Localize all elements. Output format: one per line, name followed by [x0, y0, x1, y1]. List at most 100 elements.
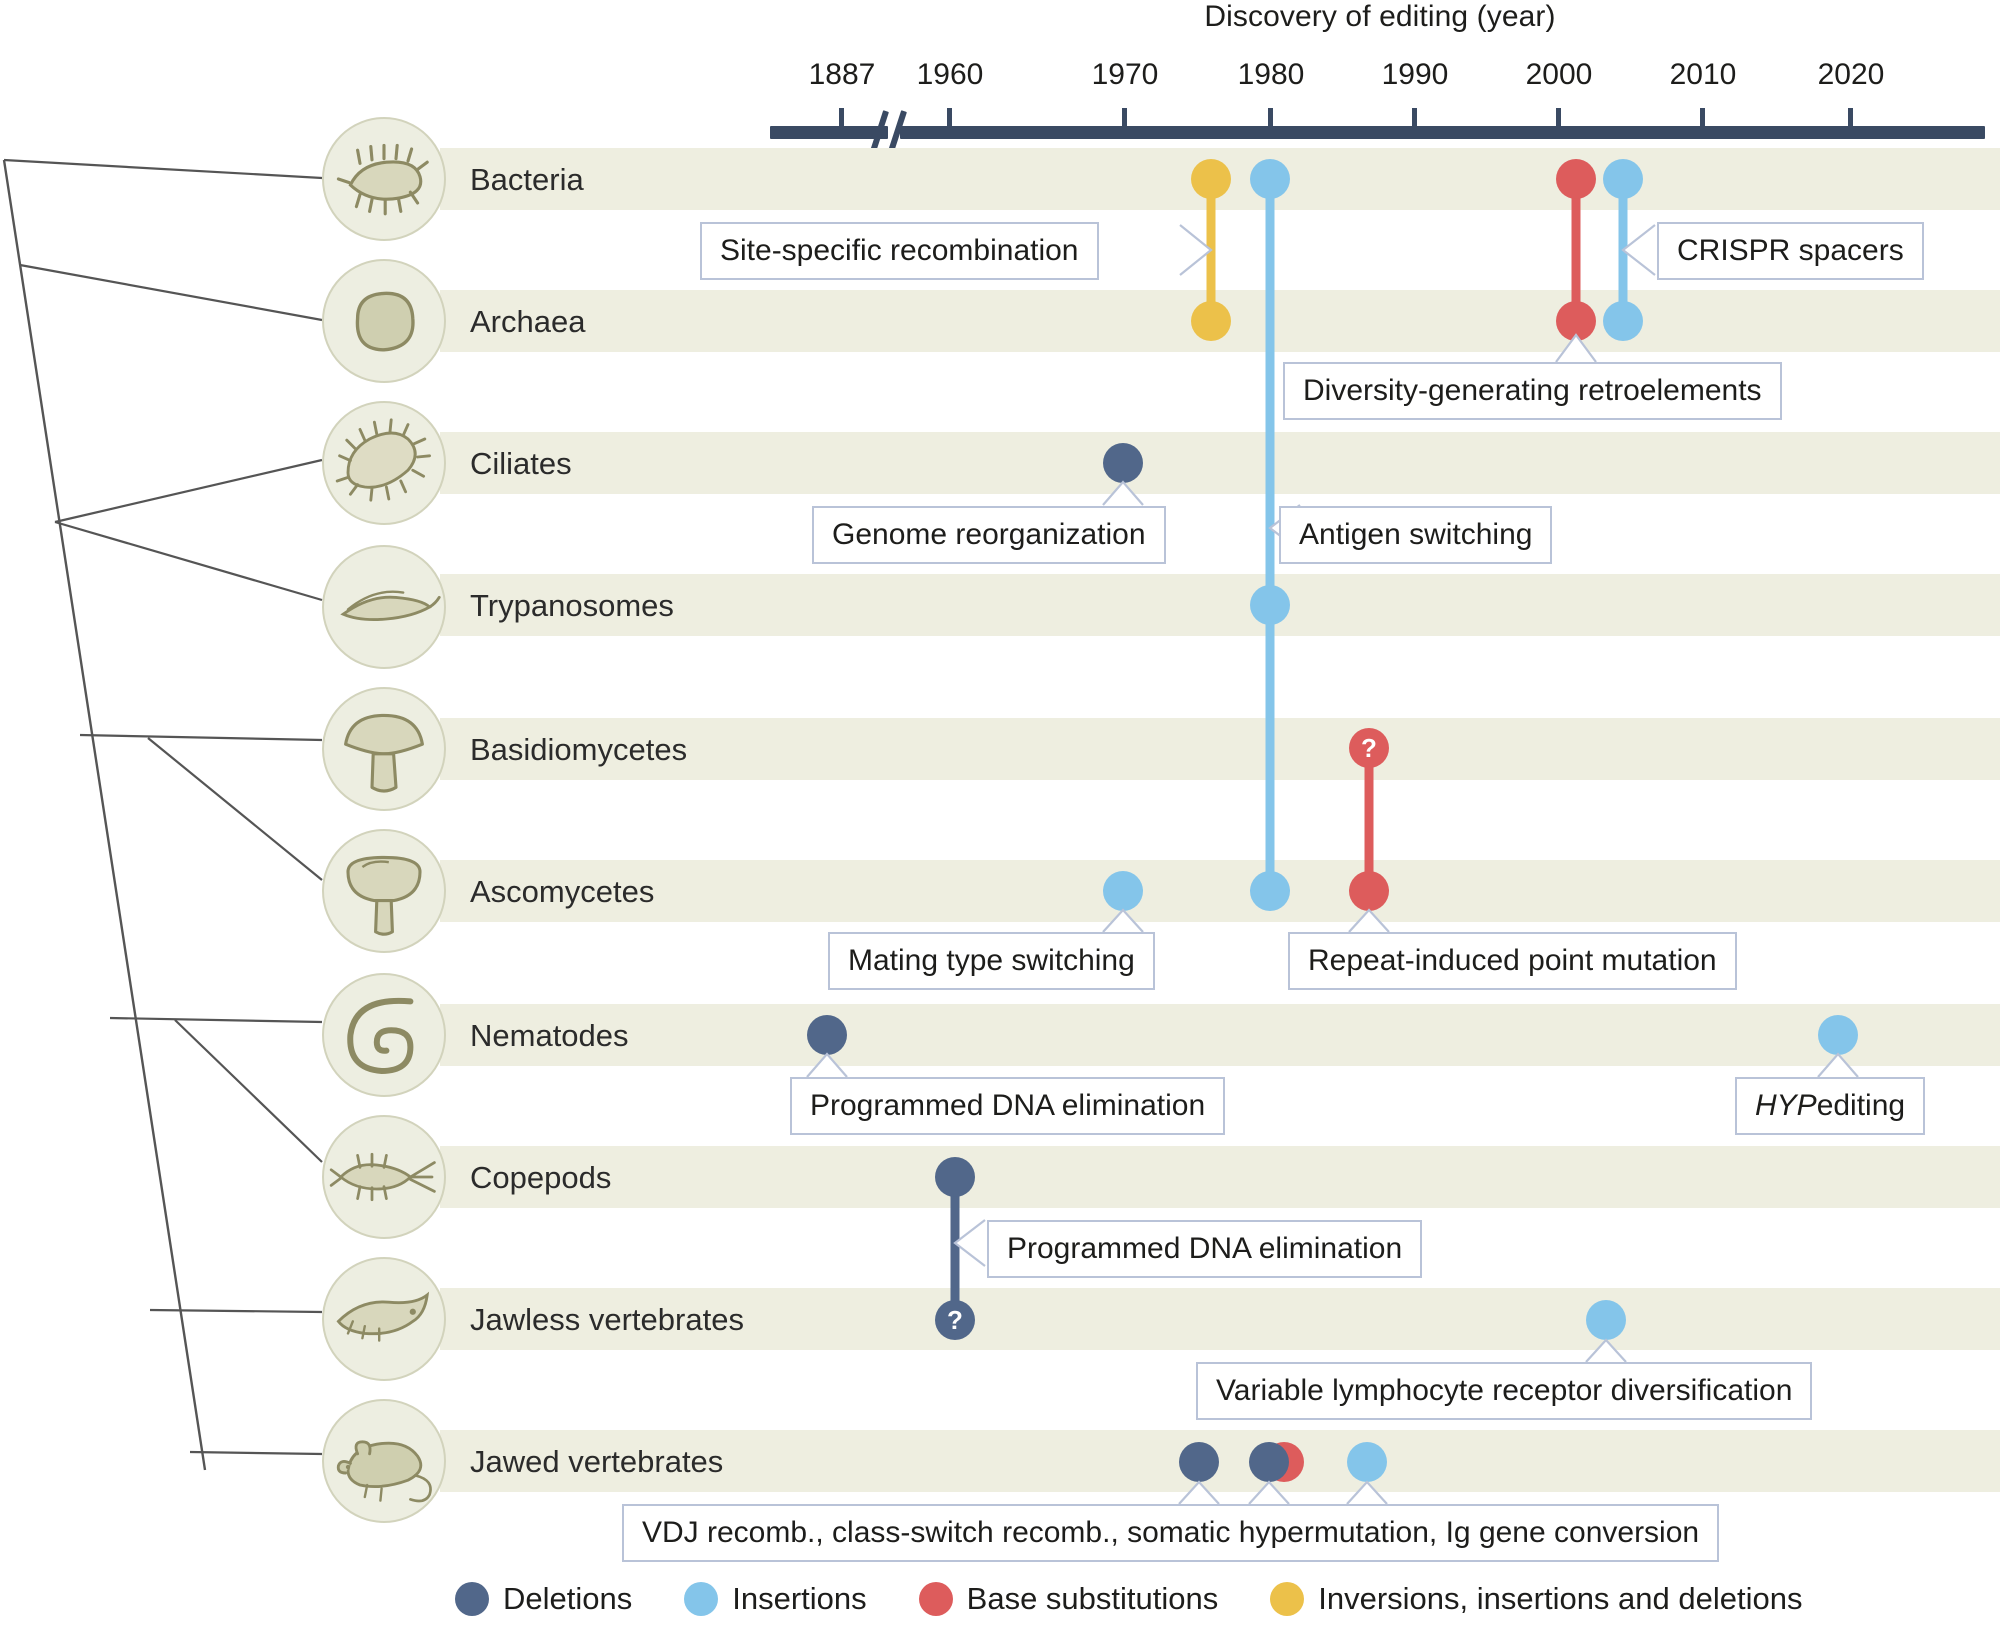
callout-text: VDJ recomb., class-switch recomb., somat…: [642, 1516, 1700, 1550]
axis-label-1970: 1970: [1091, 58, 1159, 91]
axis-tick-1990: [1412, 108, 1417, 127]
marker-basidiomycetes-repeat-induced-point-mutation[interactable]: ?: [1349, 728, 1389, 768]
legend-item-base-substitutions[interactable]: Base substitutions: [918, 1581, 1219, 1617]
callout-text: Programmed DNA elimination: [810, 1089, 1206, 1123]
marker-copepods-programmed-dna-elimination[interactable]: [935, 1157, 975, 1197]
axis-tick-1970: [1122, 108, 1127, 127]
marker-archaea-site-specific-recombination[interactable]: [1191, 301, 1231, 341]
callout-text: CRISPR spacers: [1677, 234, 1904, 268]
question-mark-glyph: ?: [1361, 733, 1377, 763]
callout-programmed-dna-elimination-nematodes[interactable]: Programmed DNA elimination: [790, 1077, 1226, 1135]
callout-vdj-recombination[interactable]: VDJ recomb., class-switch recomb., somat…: [622, 1504, 1720, 1562]
marker-jawed-ig-gene-conversion[interactable]: [1347, 1442, 1387, 1482]
marker-bacteria-diversity-generating-retroelements[interactable]: [1556, 159, 1596, 199]
axis-label-2020: 2020: [1817, 58, 1885, 91]
legend-item-inversions-insertions-deletions[interactable]: Inversions, insertions and deletions: [1270, 1581, 1802, 1617]
legend-swatch-deletions: [455, 1582, 489, 1616]
callout-repeat-induced-point-mutation[interactable]: Repeat-induced point mutation: [1288, 932, 1737, 990]
row-band-trypanosomes: [440, 574, 2000, 636]
row-band-ciliates: [440, 432, 2000, 494]
legend-label-deletions: Deletions: [503, 1581, 633, 1616]
marker-jawless-programmed-dna-elimination[interactable]: ?: [935, 1300, 975, 1340]
taxon-label-jawed-vertebrates: Jawed vertebrates: [470, 1444, 724, 1479]
legend-label-base-substitutions: Base substitutions: [966, 1581, 1219, 1616]
legend-label-inversions-insertions-deletions: Inversions, insertions and deletions: [1318, 1581, 1803, 1616]
marker-bacteria-crispr-spacers[interactable]: [1603, 159, 1643, 199]
marker-archaea-crispr-spacers[interactable]: [1603, 301, 1643, 341]
callout-text: Site-specific recombination: [720, 234, 1079, 268]
taxon-label-ciliates: Ciliates: [470, 446, 572, 481]
callout-mating-type-switching[interactable]: Mating type switching: [828, 932, 1155, 990]
taxon-label-trypanosomes: Trypanosomes: [470, 588, 674, 623]
row-band-ascomycetes: [440, 860, 2000, 922]
taxon-icon-jawed-vertebrates: [322, 1399, 446, 1523]
axis-label-1980: 1980: [1237, 58, 1305, 91]
axis-tick-1980: [1268, 108, 1273, 127]
callout-text: Antigen switching: [1299, 518, 1533, 552]
axis-label-2000: 2000: [1525, 58, 1593, 91]
marker-archaea-diversity-generating-retroelements[interactable]: [1556, 301, 1596, 341]
taxon-icon-trypanosomes: [322, 545, 446, 669]
taxon-icon-copepods: [322, 1115, 446, 1239]
callout-text: Genome reorganization: [832, 518, 1146, 552]
callout-text: Repeat-induced point mutation: [1308, 944, 1717, 978]
legend-item-deletions[interactable]: Deletions: [455, 1581, 632, 1617]
taxon-icon-archaea: [322, 259, 446, 383]
legend-swatch-base-substitutions: [918, 1582, 953, 1616]
connector-antigen-switching: [1265, 179, 1275, 891]
callout-text: Diversity-generating retroelements: [1303, 374, 1762, 408]
taxon-label-copepods: Copepods: [470, 1160, 612, 1195]
marker-trypanosomes-antigen-switching[interactable]: [1250, 585, 1290, 625]
callout-text: Mating type switching: [848, 944, 1135, 978]
connector-programmed-dna-elimination-copepods: [950, 1177, 960, 1320]
callout-diversity-generating-retroelements[interactable]: Diversity-generating retroelements: [1283, 362, 1782, 420]
marker-nematodes-hyp-editing[interactable]: [1818, 1015, 1858, 1055]
legend-item-insertions[interactable]: Insertions: [684, 1581, 867, 1617]
row-band-jawless-vertebrates: [440, 1288, 2000, 1350]
marker-ascomycetes-antigen-switching[interactable]: [1250, 871, 1290, 911]
taxon-icon-ascomycetes: [322, 829, 446, 953]
callout-crispr-spacers[interactable]: CRISPR spacers: [1657, 222, 1924, 280]
marker-jawed-class-switch-recombination[interactable]: [1249, 1442, 1289, 1482]
marker-ciliates-genome-reorganization[interactable]: [1103, 443, 1143, 483]
axis-bar-right: [900, 126, 1985, 139]
taxon-icon-basidiomycetes: [322, 687, 446, 811]
taxon-label-nematodes: Nematodes: [470, 1018, 629, 1053]
row-band-jawed-vertebrates: [440, 1430, 2000, 1492]
connector-crispr-spacers: [1618, 179, 1628, 321]
callout-variable-lymphocyte-receptor-diversification[interactable]: Variable lymphocyte receptor diversifica…: [1196, 1362, 1813, 1420]
callout-text-italic: HYP: [1755, 1089, 1817, 1123]
taxon-label-bacteria: Bacteria: [470, 162, 584, 197]
marker-bacteria-site-specific-recombination[interactable]: [1191, 159, 1231, 199]
row-band-nematodes: [440, 1004, 2000, 1066]
callout-site-specific-recombination[interactable]: Site-specific recombination: [700, 222, 1099, 280]
marker-nematodes-programmed-dna-elimination[interactable]: [807, 1015, 847, 1055]
taxon-label-basidiomycetes: Basidiomycetes: [470, 732, 688, 767]
axis-label-1990: 1990: [1381, 58, 1449, 91]
axis-tick-2010: [1700, 108, 1705, 127]
row-band-basidiomycetes: [440, 718, 2000, 780]
callout-programmed-dna-elimination-copepods[interactable]: Programmed DNA elimination: [987, 1220, 1423, 1278]
callout-hyp-editing[interactable]: HYP editing: [1735, 1077, 1926, 1135]
taxon-label-archaea: Archaea: [470, 304, 586, 339]
callout-text: editing: [1816, 1089, 1906, 1123]
taxon-icon-jawless-vertebrates: [322, 1257, 446, 1381]
marker-ascomycetes-repeat-induced-point-mutation[interactable]: [1349, 871, 1389, 911]
axis-label-2010: 2010: [1669, 58, 1737, 91]
taxon-label-jawless-vertebrates: Jawless vertebrates: [470, 1302, 744, 1337]
connector-repeat-induced-point-mutation: [1364, 748, 1374, 891]
callout-genome-reorganization[interactable]: Genome reorganization: [812, 506, 1166, 564]
legend-swatch-insertions: [684, 1582, 719, 1616]
axis-title: Discovery of editing (year): [1204, 0, 1556, 33]
marker-ascomycetes-mating-type-switching[interactable]: [1103, 871, 1143, 911]
callout-antigen-switching[interactable]: Antigen switching: [1279, 506, 1553, 564]
marker-bacteria-antigen-switching[interactable]: [1250, 159, 1290, 199]
callout-text: Programmed DNA elimination: [1007, 1232, 1403, 1266]
axis-bar-left: [770, 126, 888, 139]
taxon-icon-bacteria: [322, 117, 446, 241]
marker-jawless-variable-lymphocyte-receptor[interactable]: [1586, 1300, 1626, 1340]
axis-tick-1960: [947, 108, 952, 127]
marker-jawed-vdj-recombination[interactable]: [1179, 1442, 1219, 1482]
axis-tick-2020: [1848, 108, 1853, 127]
